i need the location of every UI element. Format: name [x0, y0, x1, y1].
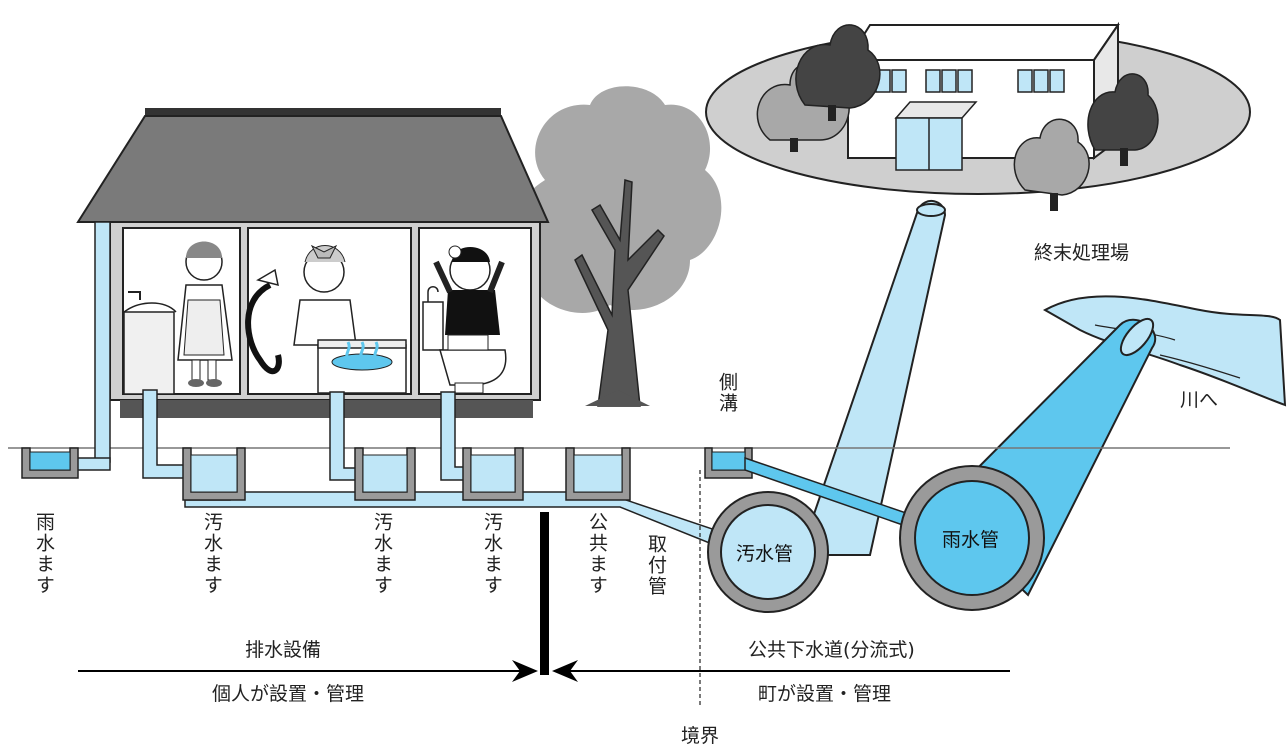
treatment-plant [705, 21, 1251, 211]
treatment-plant-label: 終末処理場 [1034, 242, 1129, 264]
sewage-pipe-to-plant [798, 200, 947, 556]
side-ditch [704, 447, 951, 541]
private-arrow [78, 660, 538, 682]
private-managed-label: 個人が設置・管理 [212, 683, 364, 705]
sewage-box-3 [462, 447, 524, 501]
sewage-main-pipe [707, 491, 829, 613]
house [76, 108, 550, 418]
public-sewer-label: 公共下水道(分流式) [748, 639, 915, 661]
sewage-box-1 [182, 447, 246, 501]
rain-box [21, 447, 79, 479]
boundary-wall [540, 512, 549, 675]
sewage-box-2 [354, 447, 416, 501]
rain-box-label: 雨水ます [33, 512, 55, 596]
side-ditch-label: 側溝 [716, 372, 738, 414]
town-managed-label: 町が設置・管理 [758, 683, 891, 705]
river-label: 川へ [1180, 389, 1218, 411]
rain-main-pipe [899, 465, 1045, 611]
sewage-box-1-label: 汚水ます [201, 512, 223, 596]
public-arrow [552, 660, 1010, 682]
rain-main-label: 雨水管 [942, 529, 999, 551]
sewage-main-label: 汚水管 [736, 543, 793, 565]
drainage-facility-label: 排水設備 [245, 639, 321, 661]
sewage-box-3-label: 汚水ます [481, 512, 503, 596]
public-box [565, 447, 631, 501]
boundary-label: 境界 [681, 725, 719, 747]
sewage-box-2-label: 汚水ます [371, 512, 393, 596]
public-box-label: 公共ます [586, 512, 608, 596]
tree [508, 86, 722, 407]
connection-pipe-label: 取付管 [645, 534, 667, 597]
